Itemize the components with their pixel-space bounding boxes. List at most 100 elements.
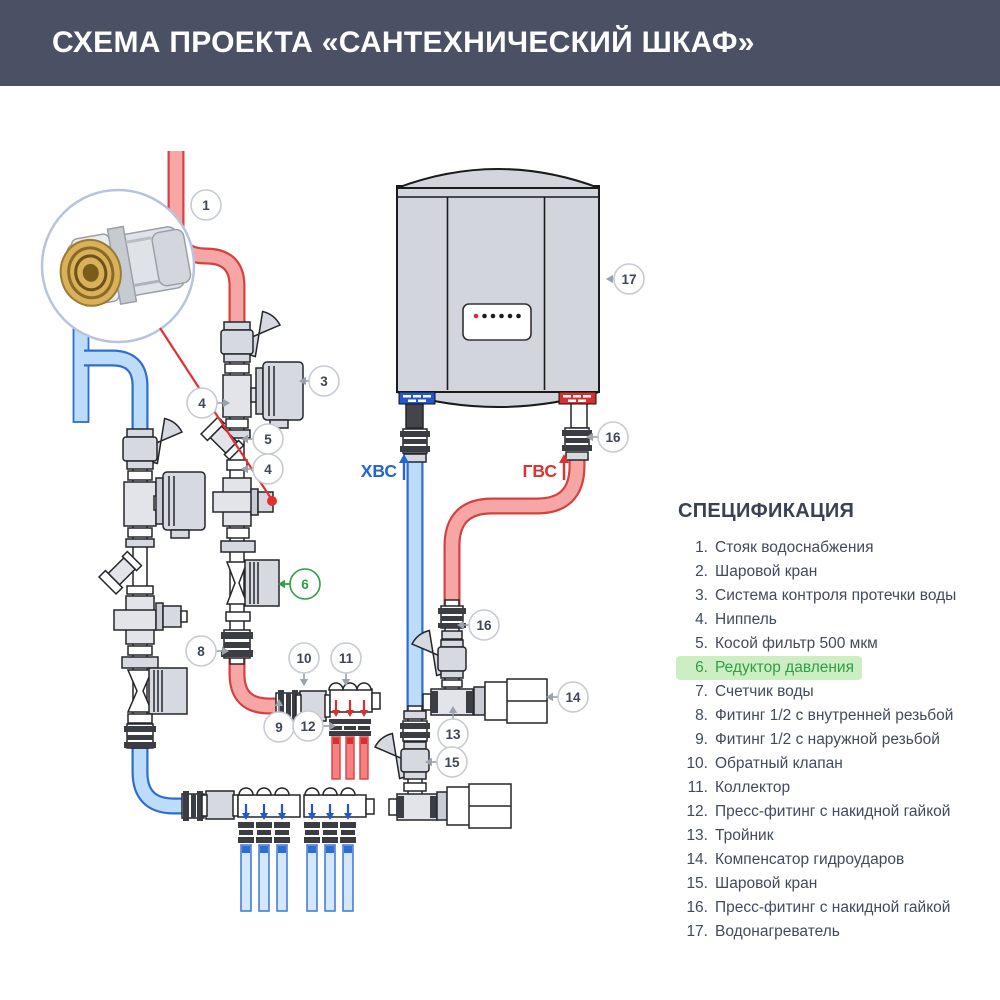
press-fitting-cold-lower [400, 720, 430, 742]
page-title: СХЕМА ПРОЕКТА «САНТЕХНИЧЕСКИЙ ШКАФ» [52, 26, 755, 59]
press-fitting-cold [124, 723, 156, 749]
oblique-filter-hot [199, 415, 245, 461]
callout-9: 9 [263, 711, 295, 743]
spec-item-1: 1.Стояк водоснабжения [695, 539, 874, 556]
callout-10: 10 [288, 642, 320, 674]
coupling-cold-manifold [201, 790, 239, 820]
cold-manifold [181, 787, 375, 912]
hydro-compensator-cold [436, 783, 512, 829]
pressure-reducer-hot [225, 559, 280, 607]
ball-valve-hot-outlet [410, 629, 467, 679]
spec-item-10: 10.Обратный клапан [686, 755, 843, 772]
cold-collector-2 [303, 787, 375, 818]
callout-3: 3 [308, 365, 340, 397]
cold-inlet-label: ХВС [361, 454, 409, 481]
callout-12: 12 [292, 710, 324, 742]
spec-item-16: 16.Пресс-фитинг с накидной гайкой [686, 899, 951, 916]
callout-5: 5 [252, 423, 284, 455]
spec-item-12: 12.Пресс-фитинг с накидной гайкой [686, 803, 951, 820]
leak-control-unit-cold [123, 471, 206, 539]
heater-control-panel [462, 303, 532, 341]
cold-collector-1 [237, 787, 301, 818]
svg-text:ГВС: ГВС [522, 461, 557, 481]
up-arrow-icon [559, 454, 569, 463]
press-fitting-hot [221, 629, 253, 659]
specification-panel: СПЕЦИФИКАЦИЯ 1.Стояк водоснабжения 2.Шар… [676, 500, 992, 944]
svg-text:5: 5 [264, 432, 272, 447]
spec-item-15: 15.Шаровой кран [686, 875, 818, 892]
svg-text:14: 14 [565, 690, 581, 705]
spec-item-5: 5.Косой фильтр 500 мкм [695, 635, 878, 652]
svg-text:15: 15 [444, 755, 460, 770]
oblique-filter-cold [97, 550, 143, 596]
hot-supply-chain [199, 310, 304, 659]
heater-cold-connector [398, 391, 436, 405]
tee-cold [388, 793, 438, 821]
check-valve-photo [40, 188, 277, 506]
svg-text:10: 10 [296, 651, 311, 666]
red-marker-dot [267, 496, 277, 506]
water-meter-hot [212, 477, 274, 527]
svg-text:8: 8 [197, 644, 205, 659]
diagram-canvas: ХВС ГВС 1 3 4 5 [40, 151, 645, 912]
svg-text:3: 3 [320, 374, 328, 389]
spec-item-2: 2.Шаровой кран [695, 563, 818, 580]
hot-outlet-pipe [443, 456, 586, 608]
callout-11: 11 [330, 642, 362, 674]
spec-item-7: 7.Счетчик воды [695, 683, 814, 700]
specification-heading: СПЕЦИФИКАЦИЯ [678, 500, 855, 522]
spec-item-6-highlighted: 6.Редуктор давления [676, 656, 862, 680]
callout-17: 17 [613, 263, 645, 295]
svg-text:4: 4 [198, 396, 206, 411]
hot-outlet-line [410, 427, 592, 724]
hot-outlet-label: ГВС [522, 454, 569, 481]
spec-item-8: 8.Фитинг 1/2 с внутренней резьбой [695, 707, 954, 724]
cold-inlet-line [373, 428, 512, 829]
cold-supply-chain [97, 417, 206, 749]
svg-text:16: 16 [476, 618, 492, 633]
callout-13: 13 [437, 718, 469, 750]
svg-text:16: 16 [605, 430, 621, 445]
hot-outlets [329, 700, 371, 780]
svg-text:1: 1 [202, 198, 210, 213]
svg-text:4: 4 [264, 462, 272, 477]
svg-text:11: 11 [339, 651, 354, 666]
ball-valve-15 [373, 732, 430, 780]
svg-text:6: 6 [301, 577, 309, 592]
cold-outlets [238, 804, 356, 912]
svg-text:ХВС: ХВС [361, 461, 398, 481]
callout-16b: 16 [468, 609, 500, 641]
svg-text:13: 13 [445, 727, 461, 742]
callout-6: 6 [289, 568, 321, 600]
callout-4a: 4 [186, 387, 218, 419]
callout-15: 15 [436, 746, 468, 778]
heater-hot-connector [558, 391, 597, 405]
water-meter-cold [113, 595, 188, 645]
press-fitting-16b [438, 605, 466, 640]
hydro-compensator-hot [473, 678, 548, 724]
spec-item-17: 17.Водонагреватель [686, 923, 840, 940]
spec-item-9: 9.Фитинг 1/2 с наружной резьбой [695, 731, 940, 748]
ball-valve-cold [122, 417, 184, 470]
up-arrow-icon [399, 454, 409, 463]
spec-item-13: 13.Тройник [686, 827, 774, 844]
pressure-reducer-cold [126, 667, 188, 715]
callout-4b: 4 [252, 453, 284, 485]
cold-manifold-elbow [131, 744, 184, 815]
svg-text:12: 12 [300, 719, 315, 734]
water-heater [396, 168, 600, 429]
leak-control-unit-hot [222, 361, 304, 429]
press-fitting-cold-manifold [181, 791, 205, 821]
ball-valve-hot [220, 310, 282, 363]
spec-item-14: 14.Компенсатор гидроударов [686, 851, 905, 868]
header-bar: СХЕМА ПРОЕКТА «САНТЕХНИЧЕСКИЙ ШКАФ» [0, 0, 1000, 86]
spec-item-4: 4.Ниппель [695, 611, 777, 628]
svg-text:9: 9 [275, 720, 283, 735]
press-fitting-16a [562, 427, 592, 461]
svg-text:17: 17 [621, 272, 636, 287]
spec-item-11: 11.Коллектор [687, 779, 791, 796]
tee-13 [422, 688, 474, 716]
hot-manifold-elbow [228, 658, 280, 715]
spec-item-3: 3.Система контроля протечки воды [695, 587, 957, 604]
callout-8: 8 [185, 635, 217, 667]
